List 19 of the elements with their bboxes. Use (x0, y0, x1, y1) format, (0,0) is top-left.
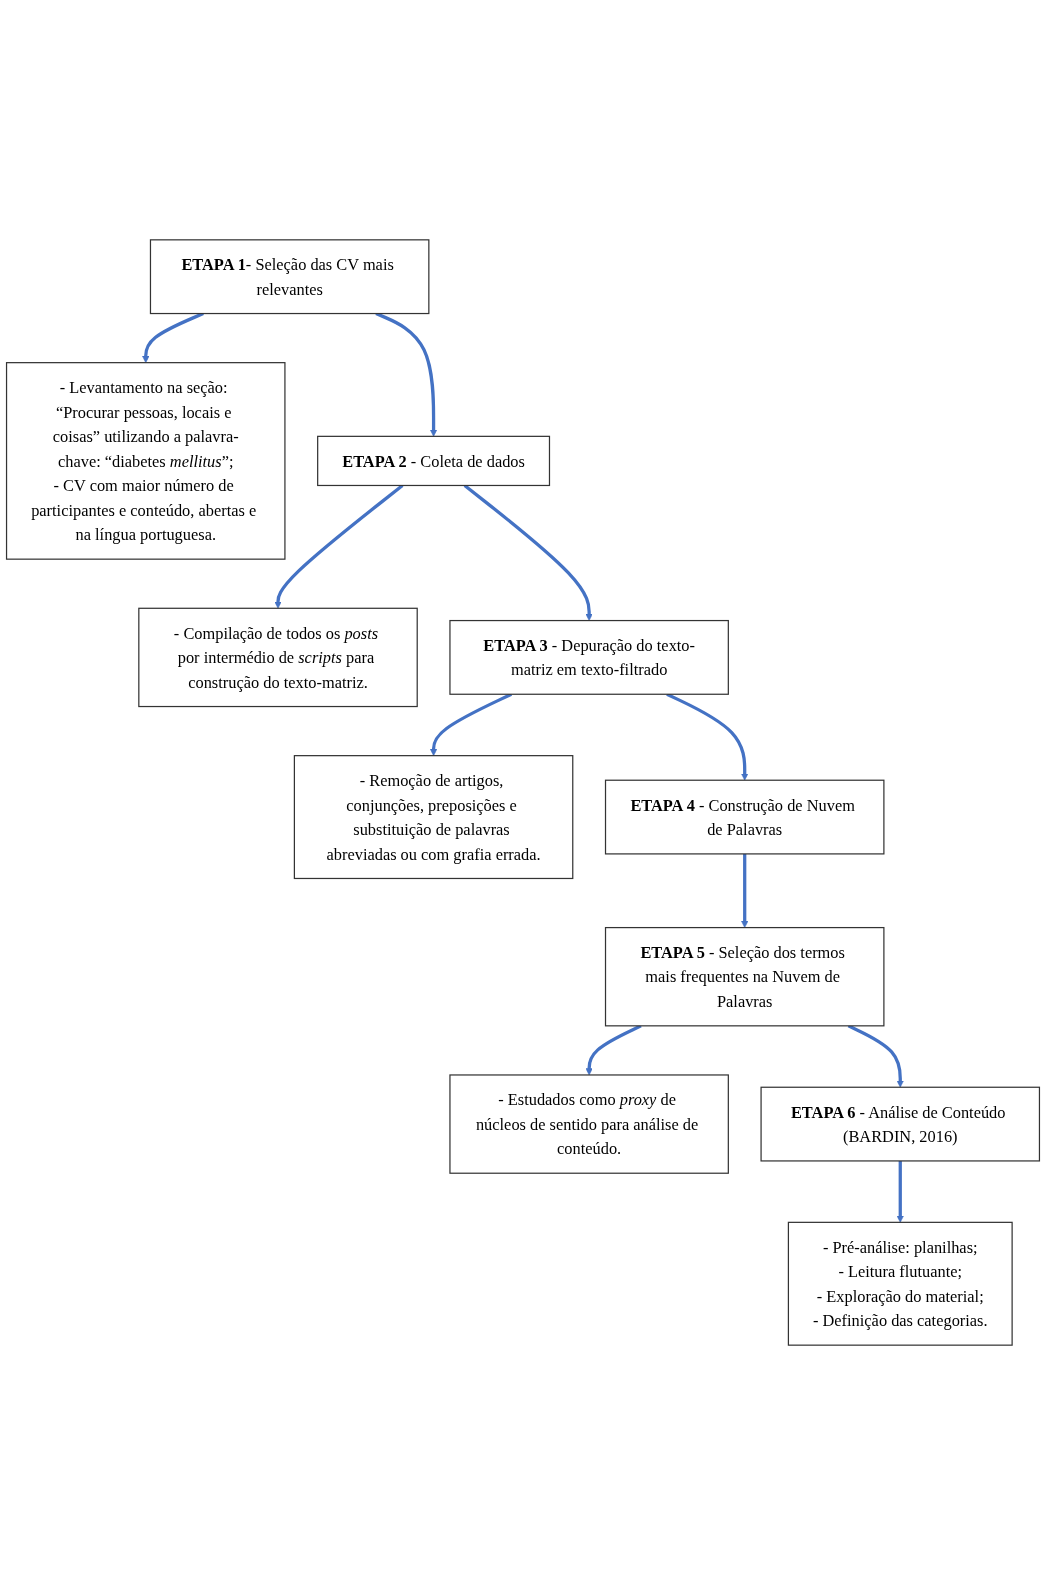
node-box: ETAPA 2 - Coleta de dados (317, 435, 551, 487)
arrow (142, 312, 204, 363)
arrow (896, 1160, 904, 1223)
arrow (585, 1024, 642, 1076)
node-box: - Levantamento na seção: “Procurar pessoas, locais e coisas” utilizando a palavra-chave: “diabetes mellitus”; - CV com maior número de participantes e conteúdo, abertas e na língua portuguesa. (5, 362, 286, 560)
node-box: ETAPA 3 - Depuração do texto-matriz em texto-filtrado (449, 619, 729, 695)
node-box: ETAPA 4 - Construção de Nuvem de Palavras (604, 779, 885, 855)
node-box: ETAPA 6 - Análise de Conteúdo (BARDIN, 2016) (760, 1086, 1041, 1162)
node-box: ETAPA 1- Seleção das CV mais relevantes (149, 239, 430, 315)
node-box: - Compilação de todos os posts por intermédio de scripts para construção do texto-matriz. (138, 607, 418, 708)
node-box: - Remoção de artigos, conjunções, preposições e substituição de palavras abreviadas ou com grafia errada. (293, 755, 574, 880)
arrow (463, 484, 593, 621)
arrow (847, 1024, 904, 1088)
node-box: - Estudados como proxy de núcleos de sentido para análise de conteúdo. (449, 1074, 729, 1174)
arrow (741, 853, 749, 928)
node-box: - Pré-análise: planilhas; - Leitura flutuante; - Exploração do material; - Definição das categorias. (787, 1221, 1013, 1346)
arrow (375, 312, 438, 437)
node-box: ETAPA 5 - Seleção dos termos mais frequentes na Nuvem de Palavras (604, 926, 885, 1027)
arrow (274, 484, 404, 609)
